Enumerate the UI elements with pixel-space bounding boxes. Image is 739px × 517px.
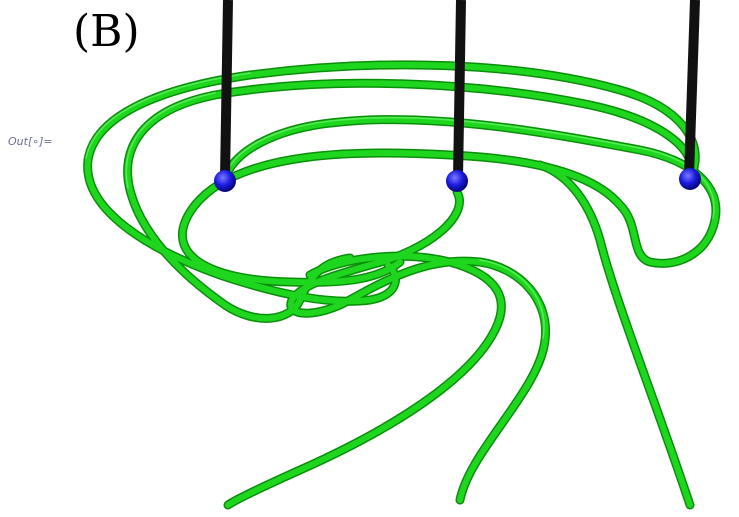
- strand-right-tail: [537, 162, 693, 508]
- strand-inner-tail: [287, 189, 549, 503]
- rod-left: [220, 0, 233, 179]
- strand-left-tail: [225, 253, 505, 508]
- rod-middle: [453, 0, 466, 179]
- rod-right: [684, 0, 700, 177]
- strand-wide-loop: [84, 61, 699, 305]
- panel-label: (B): [73, 6, 140, 57]
- sphere-right: [679, 168, 701, 190]
- strand-middle-loop: [124, 80, 695, 322]
- output-cell-label: Out[∘]=: [8, 135, 53, 148]
- strand-group: [83, 60, 721, 510]
- strand-right-tail-outline: [535, 160, 695, 510]
- sphere-group: [214, 168, 701, 192]
- rod-group: [220, 0, 700, 179]
- sphere-middle: [446, 170, 468, 192]
- sphere-left: [214, 170, 236, 192]
